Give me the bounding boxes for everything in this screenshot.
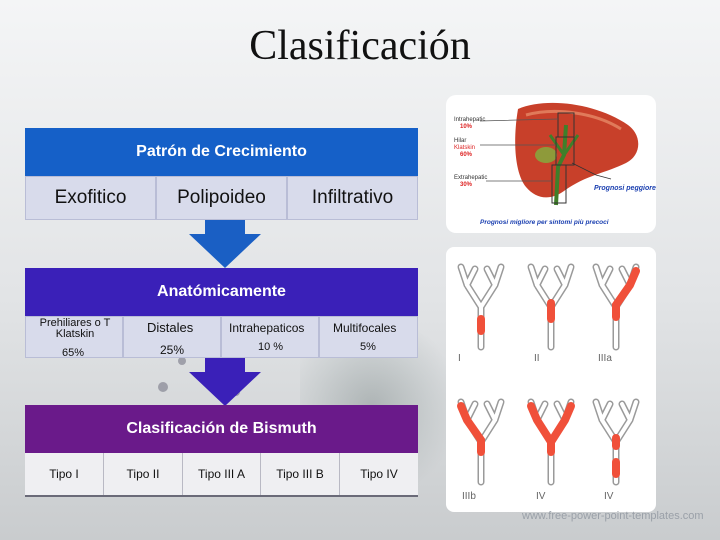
bismuth-row: Tipo I Tipo II Tipo III A Tipo III B Tip… [25, 453, 418, 497]
bismuth-item: Tipo II [104, 453, 183, 495]
watermark: www.free-power-point-templates.com [522, 510, 704, 522]
anatomic-item: Distales 25% [123, 316, 221, 358]
anatomic-item: Multifocales 5% [319, 316, 418, 358]
anatomic-item-label: Distales [147, 320, 194, 335]
liver-label-intrahepatic-pct: 10% [460, 124, 473, 130]
bismuth-header-text: Clasificación de Bismuth [126, 420, 317, 437]
anatomic-item-pct: 5% [360, 341, 376, 353]
liver-label-hilar: Hilar [454, 138, 467, 144]
growth-header: Patrón de Crecimiento [25, 128, 418, 176]
growth-item-label: Infiltrativo [311, 187, 394, 208]
bismuth-type-label: I [458, 353, 461, 364]
growth-header-text: Patrón de Crecimiento [136, 143, 307, 160]
anatomic-item-pct: 65% [62, 347, 85, 359]
bile-duct-diagram [592, 263, 640, 351]
anatomic-header-text: Anatómicamente [157, 283, 286, 300]
anatomic-item-pct: 10 % [258, 341, 284, 353]
bile-duct-diagram [457, 398, 505, 486]
anatomic-item: Prehiliares o T Klatskin 65% [25, 316, 123, 359]
down-arrow-icon [189, 358, 261, 406]
liver-label-intrahepatic: Intrahepatic [454, 117, 486, 123]
liver-label-extrahepatic: Extrahepatic [454, 175, 488, 181]
liver-label-hilar-pct: 60% [460, 152, 473, 158]
anatomic-item-label: Intrahepaticos [229, 321, 305, 335]
liver-label-extrahepatic-pct: 30% [460, 182, 473, 188]
bismuth-type-label: II [534, 353, 540, 364]
bile-duct-diagram [527, 398, 575, 486]
anatomic-item-pct: 25% [160, 343, 185, 357]
bile-duct-diagram [592, 398, 640, 486]
bile-duct-diagram [527, 263, 575, 351]
growth-item: Polipoideo [156, 176, 287, 220]
liver-label-prognosis-better: Prognosi migliore per sintomi più precoc… [480, 219, 609, 226]
bile-duct-diagram [457, 263, 505, 351]
bismuth-illustration: I II IIIa IIIb IV IV [446, 247, 656, 512]
liver-label-klatskin: Klatskin [454, 145, 476, 151]
anatomic-item: Intrahepaticos 10 % [221, 316, 319, 358]
bismuth-item: Tipo III B [261, 453, 340, 495]
bismuth-type-label: IIIa [598, 353, 612, 364]
liver-illustration: Intrahepatic 10% Hilar Klatskin 60% Extr… [446, 95, 656, 233]
growth-item-label: Polipoideo [177, 187, 266, 208]
down-arrow-icon [189, 220, 261, 268]
decor-dot [158, 382, 168, 392]
liver-label-prognosis-worse: Prognosi peggiore [594, 185, 656, 192]
anatomic-item-label: Prehiliares o T Klatskin [39, 317, 111, 340]
bismuth-item: Tipo III A [183, 453, 261, 495]
bismuth-type-label: IIIb [462, 491, 476, 502]
bile-duct-icon [457, 263, 640, 486]
slide-title: Clasificación [249, 23, 471, 69]
anatomic-header: Anatómicamente [25, 268, 418, 316]
bismuth-item: Tipo I [25, 453, 104, 495]
bismuth-type-label: IV [536, 491, 546, 502]
growth-item: Infiltrativo [287, 176, 418, 220]
bismuth-item: Tipo IV [340, 453, 418, 495]
liver-icon [479, 102, 639, 206]
anatomic-item-label: Multifocales [333, 321, 397, 335]
bismuth-type-label: IV [604, 491, 614, 502]
bismuth-header: Clasificación de Bismuth [25, 405, 418, 453]
decor-dot [178, 357, 186, 365]
growth-item-label: Exofitico [54, 187, 127, 208]
growth-item: Exofitico [25, 176, 156, 220]
